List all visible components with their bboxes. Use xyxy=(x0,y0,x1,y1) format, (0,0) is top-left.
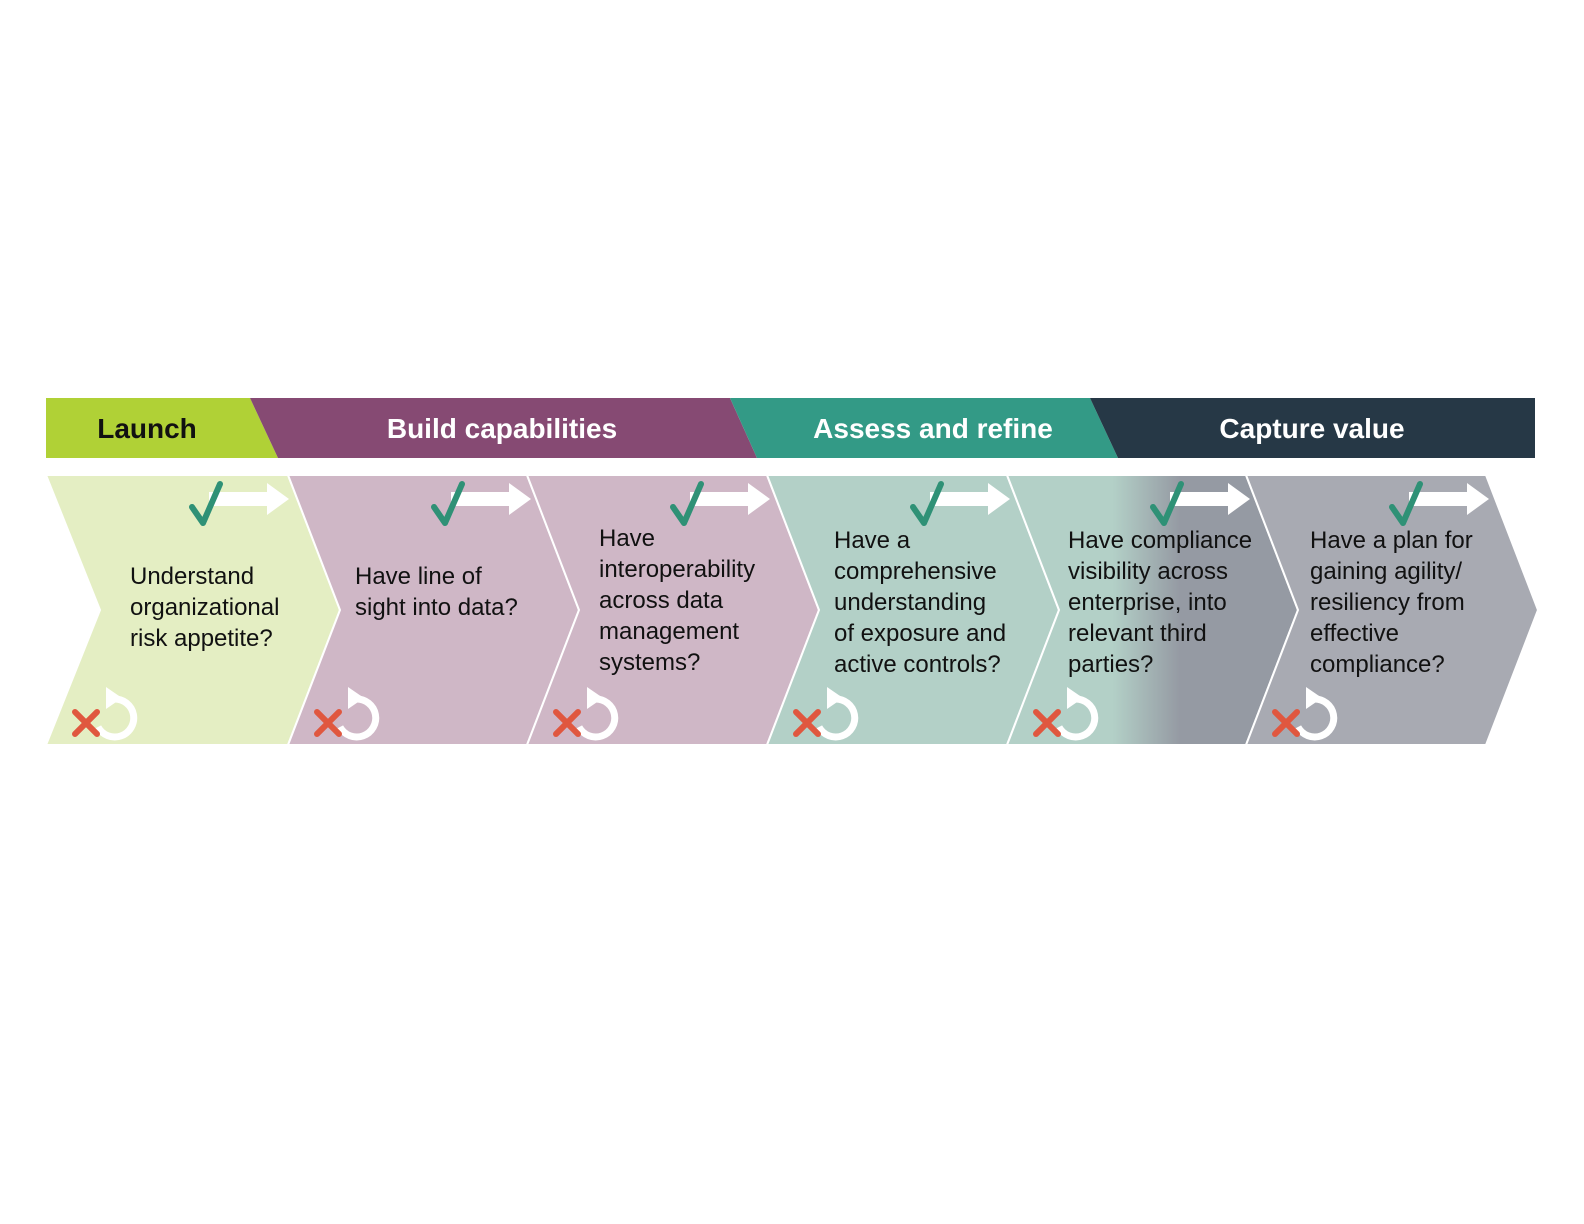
step-3-line-1: Have xyxy=(599,525,656,552)
step-5-cross-icon xyxy=(1033,709,1061,737)
phase-capture-label: Capture value xyxy=(1219,413,1404,444)
phase-build-label: Build capabilities xyxy=(387,413,617,444)
step-2-loop-arrowhead-icon xyxy=(348,687,364,709)
phase-launch-label: Launch xyxy=(97,413,197,444)
step-6-line-2: gaining agility/ xyxy=(1310,558,1463,585)
step-3-cross-icon xyxy=(553,709,581,737)
phase-capture-band xyxy=(1090,398,1535,458)
step-6-line-1: Have a plan for xyxy=(1310,527,1473,554)
step-chevrons xyxy=(44,474,1540,746)
step-1-cross-icon xyxy=(72,709,100,737)
step-5-text: Have compliance visibility across enterp… xyxy=(1068,525,1252,680)
step-6-loop-arrowhead-icon xyxy=(1306,687,1322,709)
step-3-line-2: interoperability xyxy=(599,556,756,583)
step-6-chevron xyxy=(1244,474,1540,746)
step-5-line-3: enterprise, into xyxy=(1068,589,1227,616)
step-6-loop-arrow-icon xyxy=(1294,695,1338,741)
step-5-forward-arrow-icon xyxy=(1170,483,1250,515)
step-3-loop-arrowhead-icon xyxy=(587,687,603,709)
step-6-check-icon xyxy=(1389,481,1423,526)
step-5-line-1: Have compliance xyxy=(1068,527,1253,554)
step-4-line-2: comprehensive xyxy=(834,558,997,585)
step-2-check-icon xyxy=(431,481,465,526)
step-2-line-2: sight into data? xyxy=(355,594,518,621)
phase-launch-band xyxy=(46,398,278,458)
step-6-line-4: effective xyxy=(1310,620,1399,647)
step-6-text: Have a plan for gaining agility/ resilie… xyxy=(1310,525,1473,680)
step-1-line-3: risk appetite? xyxy=(130,625,273,652)
step-4-line-4: of exposure and xyxy=(834,620,1007,647)
step-4-line-3: understanding xyxy=(834,589,987,616)
step-icons xyxy=(72,481,1489,741)
step-2-forward-arrow-icon xyxy=(451,483,531,515)
step-2-line-1: Have line of xyxy=(355,563,482,590)
phase-assess-band xyxy=(730,398,1118,458)
step-5-line-4: relevant third xyxy=(1068,620,1207,647)
step-4-line-5: active controls? xyxy=(834,651,1001,678)
step-5-loop-arrow-icon xyxy=(1055,695,1099,741)
step-4-forward-arrow-icon xyxy=(930,483,1010,515)
step-4-loop-arrow-icon xyxy=(815,695,859,741)
step-3-line-4: management xyxy=(599,618,740,645)
step-6-line-5: compliance? xyxy=(1310,651,1445,678)
step-4-line-1: Have a xyxy=(834,527,911,554)
step-3-loop-arrow-icon xyxy=(575,695,619,741)
step-2-loop-arrow-icon xyxy=(336,695,380,741)
step-6-cross-icon xyxy=(1272,709,1300,737)
step-1-line-1: Understand xyxy=(130,563,255,590)
step-5-loop-arrowhead-icon xyxy=(1067,687,1083,709)
step-5-line-2: visibility across xyxy=(1068,558,1229,585)
step-6-forward-arrow-icon xyxy=(1409,483,1489,515)
step-1-text: Understand organizational risk appetite? xyxy=(130,561,279,654)
step-3-line-3: across data xyxy=(599,587,724,614)
step-3-text: Have interoperability across data manage… xyxy=(599,523,755,678)
phase-build-band xyxy=(250,398,757,458)
step-2-cross-icon xyxy=(314,709,342,737)
step-3-line-5: systems? xyxy=(599,649,701,676)
step-5-check-icon xyxy=(1150,481,1184,526)
phase-assess-label: Assess and refine xyxy=(813,413,1053,444)
step-1-loop-arrowhead-icon xyxy=(106,687,122,709)
step-1-check-icon xyxy=(189,481,223,526)
step-1-forward-arrow-icon xyxy=(209,483,289,515)
step-3-forward-arrow-icon xyxy=(690,483,770,515)
step-3-check-icon xyxy=(670,481,704,526)
phase-bar: Launch Build capabilities Assess and ref… xyxy=(46,398,1535,458)
step-1-line-2: organizational xyxy=(130,594,280,621)
step-6-line-3: resiliency from xyxy=(1310,589,1465,616)
step-4-cross-icon xyxy=(793,709,821,737)
step-5-line-5: parties? xyxy=(1068,651,1154,678)
step-1-loop-arrow-icon xyxy=(94,695,138,741)
step-4-loop-arrowhead-icon xyxy=(827,687,843,709)
step-4-check-icon xyxy=(910,481,944,526)
step-4-text: Have a comprehensive understanding of ex… xyxy=(834,525,1006,680)
step-2-text: Have line of sight into data? xyxy=(355,561,518,623)
